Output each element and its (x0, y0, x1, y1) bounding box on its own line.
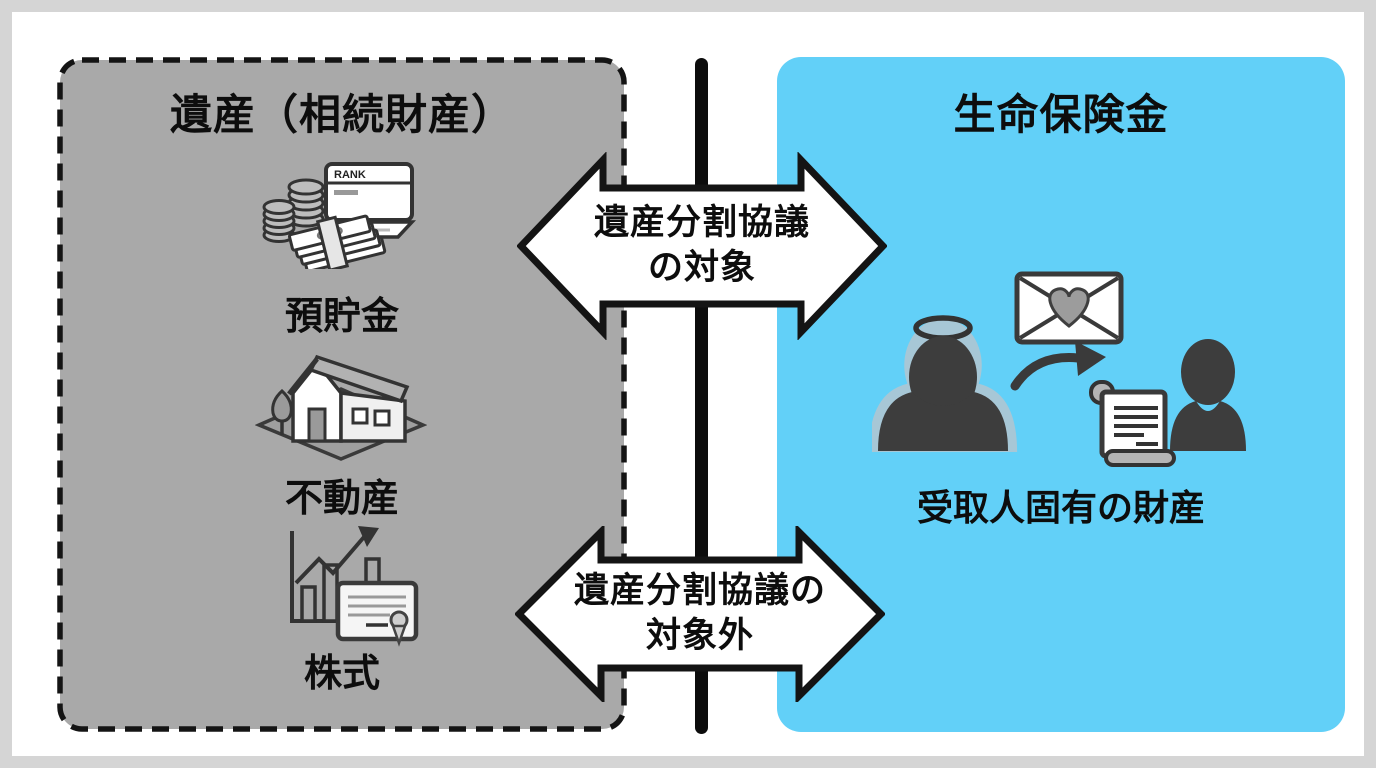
heart-envelope-icon (1014, 271, 1124, 345)
top-double-arrow: 遺産分割協議 の対象 (517, 152, 887, 340)
heart-icon (1048, 287, 1090, 328)
tree-icon (271, 388, 293, 435)
estate-panel-title: 遺産（相続財産） (169, 91, 514, 138)
top-arrow-label: 遺産分割協議 の対象 (517, 152, 887, 340)
estate-panel: 遺産（相続財産） RANK (57, 57, 627, 732)
bottom-double-arrow: 遺産分割協議の 対象外 (515, 526, 885, 702)
certificate-icon (335, 580, 419, 647)
top-arrow-label-line2: の対象 (647, 248, 756, 287)
estate-item-stocks-label: 株式 (303, 653, 380, 695)
curved-arrow-icon (1010, 341, 1106, 391)
life-insurance-panel-title: 生命保険金 (953, 91, 1169, 138)
banknote-bundle-icon (287, 214, 387, 269)
house-icon (287, 354, 410, 443)
svg-text:RANK: RANK (334, 169, 366, 181)
diagram-background: 遺産（相続財産） RANK (12, 12, 1364, 756)
beneficiary-person-icon (1170, 339, 1246, 451)
deceased-person-icon (878, 336, 1008, 451)
insurance-payout-illustration (872, 271, 1246, 467)
stock-chart-certificate-icon (290, 526, 419, 647)
top-arrow-label-line1: 遺産分割協議 (593, 203, 810, 243)
house-land-icon (255, 354, 427, 461)
estate-item-realestate-label: 不動産 (284, 478, 399, 520)
bottom-arrow-label-line2: 対象外 (645, 616, 754, 655)
policy-scroll-icon (1089, 380, 1176, 467)
bottom-double-arrow-shape (515, 526, 885, 702)
beneficiary-property-caption: 受取人固有の財産 (916, 487, 1205, 528)
bottom-arrow-label: 遺産分割協議の 対象外 (515, 526, 885, 702)
cash-coins-passbook-icon: RANK (262, 162, 417, 269)
estate-item-deposits-label: 預貯金 (284, 296, 399, 338)
coin-stack-icon (262, 178, 325, 243)
top-double-arrow-shape (517, 152, 887, 340)
bottom-arrow-label-line1: 遺産分割協議の (573, 571, 826, 611)
